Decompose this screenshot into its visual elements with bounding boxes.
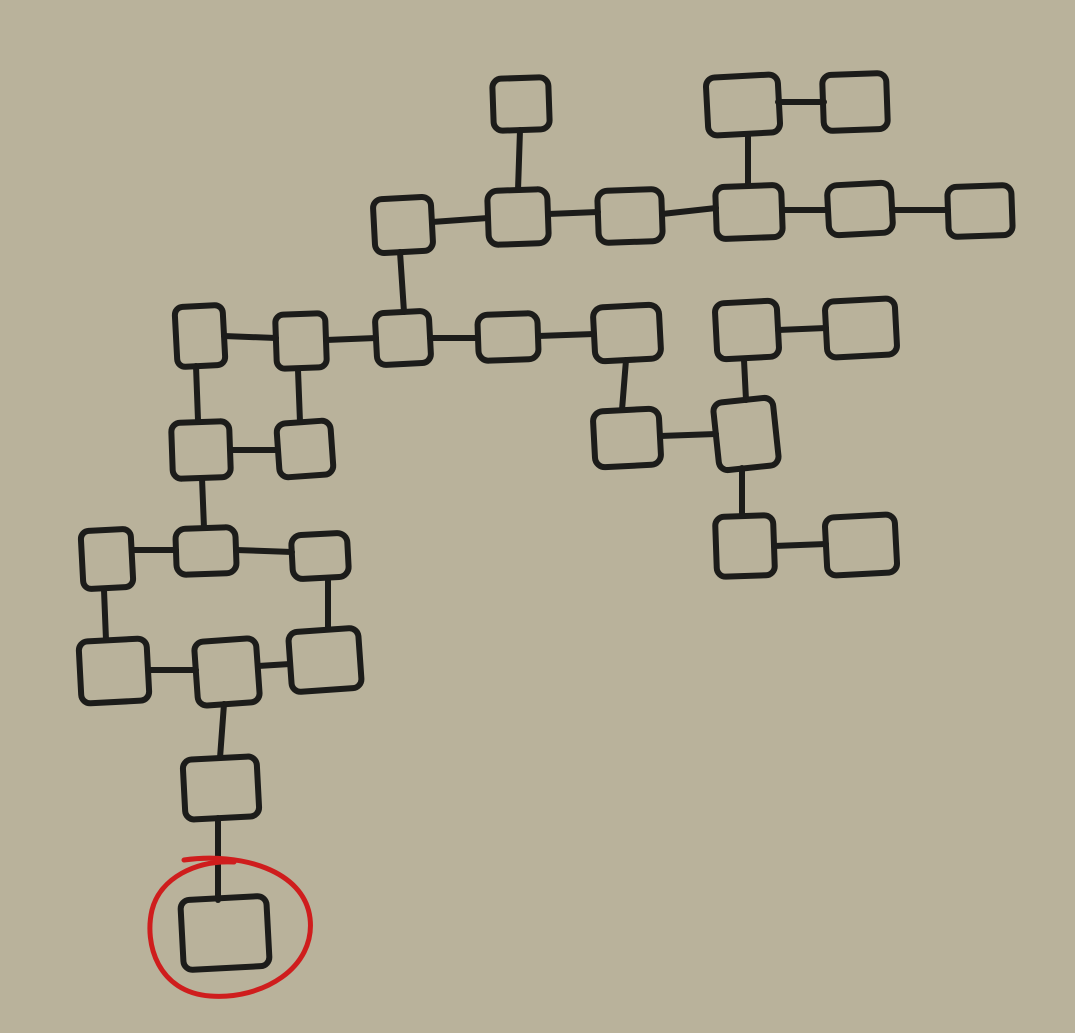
corridor-link — [221, 333, 279, 341]
room-current[interactable] — [177, 893, 273, 973]
rooms — [75, 70, 1016, 973]
corridor-link — [429, 215, 491, 225]
corridor-links — [101, 99, 951, 903]
room[interactable] — [821, 511, 901, 579]
room[interactable] — [819, 70, 891, 134]
room[interactable] — [824, 179, 896, 239]
corridor-link — [295, 367, 303, 425]
room[interactable] — [75, 635, 153, 707]
room[interactable] — [172, 524, 240, 578]
room[interactable] — [171, 302, 229, 370]
corridor-link — [101, 587, 109, 643]
corridor-link — [233, 547, 295, 555]
corridor-link — [619, 357, 629, 413]
room[interactable] — [168, 418, 234, 482]
corridor-link — [193, 363, 201, 423]
room[interactable] — [944, 182, 1016, 240]
corridor-link — [741, 357, 749, 403]
room[interactable] — [702, 71, 784, 139]
room[interactable] — [191, 635, 263, 709]
room[interactable] — [594, 186, 666, 246]
corridor-link — [775, 325, 829, 333]
corridor-link — [323, 335, 379, 343]
room[interactable] — [484, 186, 552, 248]
current-room-marker — [147, 855, 313, 999]
corridor-link — [545, 209, 601, 217]
corridor-link — [199, 475, 207, 531]
corridor-link — [659, 205, 719, 217]
room[interactable] — [590, 405, 664, 471]
room[interactable] — [77, 526, 137, 592]
corridor-link — [657, 431, 719, 439]
corridor-link — [535, 331, 597, 339]
room[interactable] — [288, 530, 352, 582]
corridor-link — [255, 661, 293, 669]
room[interactable] — [179, 753, 263, 823]
corridor-link — [217, 701, 227, 761]
corridor-link — [771, 541, 829, 549]
room[interactable] — [489, 74, 553, 134]
room[interactable] — [370, 193, 436, 257]
room[interactable] — [712, 182, 786, 242]
room[interactable] — [272, 310, 330, 372]
corridor-link — [397, 249, 407, 315]
room[interactable] — [372, 308, 434, 368]
room[interactable] — [710, 394, 782, 474]
room[interactable] — [712, 297, 782, 363]
corridor-link — [515, 127, 523, 193]
red-circle-icon — [147, 855, 313, 999]
room[interactable] — [590, 301, 664, 365]
room[interactable] — [822, 295, 900, 361]
room[interactable] — [474, 310, 542, 364]
room[interactable] — [285, 625, 365, 695]
room[interactable] — [273, 417, 337, 481]
room[interactable] — [712, 512, 778, 580]
